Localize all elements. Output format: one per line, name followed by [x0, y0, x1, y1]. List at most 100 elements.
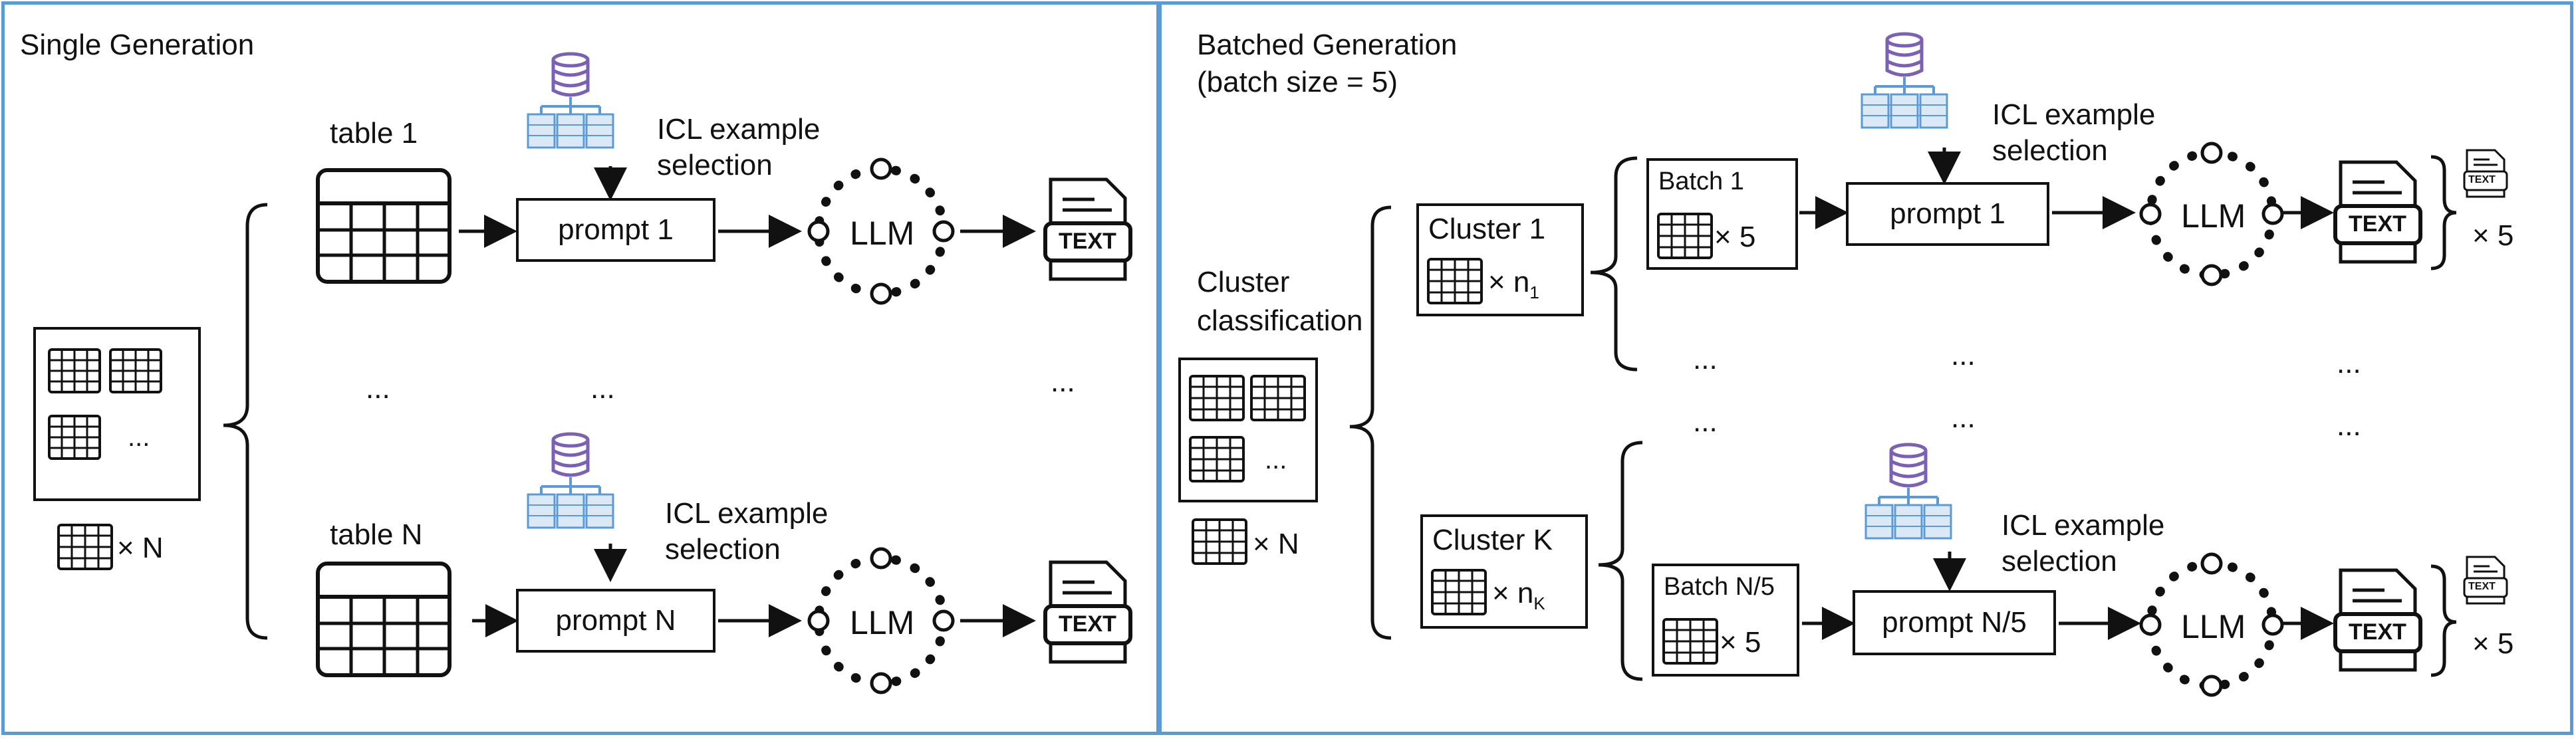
batched-input-table-icons — [1189, 375, 1306, 482]
batched-input-more-tables: ... — [1265, 445, 1287, 475]
small-text-label-top: TEXT — [2468, 174, 2496, 185]
batched-icl-bottom-line1: ICL example — [2001, 509, 2165, 542]
cluster-1-count: × n1 — [1488, 266, 1539, 303]
batch-1-count: × 5 — [1714, 221, 1756, 253]
input-more-tables: ... — [128, 423, 150, 452]
batched-generation-panel — [1158, 1, 2573, 735]
input-count-label: × N — [117, 532, 164, 564]
batched-title-line2: (batch size = 5) — [1197, 66, 1398, 98]
icl-label-bottom-line2: selection — [665, 533, 781, 566]
batched-icl-label-top: ICL example selection — [1992, 97, 2155, 169]
ellipsis-prompt-row1: ... — [1951, 339, 1976, 371]
cluster-k-count-text: × n — [1492, 577, 1534, 609]
output-count-top: × 5 — [2472, 219, 2514, 252]
ellipsis-batch-row1: ... — [1693, 343, 1718, 375]
batched-icl-label-bottom: ICL example selection — [2001, 508, 2164, 580]
single-icl-icons — [527, 52, 614, 529]
ellipsis-output-row1: ... — [2337, 347, 2361, 379]
table-1-icon — [316, 168, 451, 284]
llm-label-top: LLM — [850, 215, 915, 252]
batched-prompt-n-box: prompt N/5 — [1853, 590, 2056, 655]
icl-label-top-line2: selection — [657, 149, 773, 181]
database-schema-icon-top — [527, 52, 614, 149]
single-table-grids — [57, 168, 451, 677]
llm-ring-bottom — [807, 547, 955, 694]
llm-ring-top — [807, 158, 955, 305]
batch-n-count: × 5 — [1720, 626, 1761, 659]
batched-text-document-icon-bottom — [2333, 568, 2422, 672]
batch-n-label: Batch N/5 — [1664, 573, 1775, 601]
batched-generation-title: Batched Generation (batch size = 5) — [1197, 27, 1457, 101]
prompt-n-box: prompt N — [516, 589, 715, 653]
batched-icl-bottom-line2: selection — [2001, 545, 2117, 578]
batched-llm-ring-top — [2139, 142, 2284, 286]
icl-label-top-line1: ICL example — [657, 113, 821, 146]
cluster-k-count: × nK — [1492, 577, 1545, 614]
cluster-1-box: Cluster 1 × n1 — [1416, 203, 1584, 316]
ellipsis-batch-row2: ... — [1693, 405, 1718, 438]
ellipsis-output-row2: ... — [2337, 409, 2361, 442]
cluster-k-box: Cluster K × nK — [1420, 514, 1588, 629]
batched-text-document-icon-top — [2333, 160, 2422, 264]
ellipsis-outputs: ... — [1051, 366, 1075, 398]
batched-database-schema-icon-bottom — [1865, 443, 1952, 540]
text-document-icon-top — [1043, 177, 1132, 281]
text-icon-label-top: TEXT — [1059, 229, 1116, 254]
batched-title-line1: Batched Generation — [1197, 29, 1458, 61]
batched-database-schema-icon-top — [1861, 32, 1948, 129]
batched-input-tables-box: ... — [1178, 358, 1318, 502]
prompt-1-box: prompt 1 — [516, 198, 715, 262]
batched-icl-top-line2: selection — [1992, 134, 2108, 167]
table-n-icon — [316, 562, 451, 677]
batch-1-label: Batch 1 — [1658, 167, 1744, 195]
batched-llm-ring-bottom — [2139, 552, 2284, 697]
small-text-label-bottom: TEXT — [2468, 581, 2496, 592]
single-generation-connectors — [223, 166, 1036, 640]
cluster-1-table-icon — [1427, 258, 1483, 304]
table-n-label: table N — [330, 518, 423, 551]
cluster-1-count-sub: 1 — [1529, 282, 1539, 302]
cluster-classification-line1: Cluster — [1197, 266, 1290, 298]
cluster-k-count-sub: K — [1533, 593, 1545, 613]
output-count-bottom: × 5 — [2472, 627, 2514, 660]
batch-n-table-icon — [1662, 618, 1718, 665]
cluster-classification-label: Cluster classification — [1197, 263, 1362, 340]
batched-prompt-1-box: prompt 1 — [1846, 182, 2049, 246]
llm-label-bottom: LLM — [850, 604, 915, 641]
batched-icl-top-line1: ICL example — [1992, 98, 2156, 131]
text-document-icon-bottom — [1043, 560, 1132, 664]
input-count-table-icon — [57, 524, 113, 570]
ellipsis-prompt-row2: ... — [1951, 401, 1976, 434]
batched-llm-label-bottom: LLM — [2181, 608, 2246, 645]
icl-label-bottom-line1: ICL example — [665, 497, 829, 530]
small-text-document-icon-top — [2463, 149, 2508, 198]
database-schema-icon-bottom — [527, 432, 614, 529]
icl-label-bottom: ICL example selection — [665, 496, 828, 568]
input-tables-box: ... — [33, 327, 201, 501]
single-llm-rings — [807, 158, 1132, 694]
cluster-k-table-icon — [1431, 569, 1487, 615]
input-table-icons — [48, 348, 162, 460]
cluster-1-count-text: × n — [1488, 266, 1530, 298]
table-1-label: table 1 — [330, 117, 418, 150]
batched-text-label-bottom: TEXT — [2349, 619, 2406, 645]
ellipsis-prompts: ... — [590, 372, 615, 405]
batched-text-label-top: TEXT — [2349, 211, 2406, 237]
text-icon-label-bottom: TEXT — [1059, 611, 1116, 637]
batch-1-box: Batch 1 × 5 — [1646, 158, 1798, 270]
icl-label-top: ICL example selection — [657, 112, 820, 183]
cluster-1-label: Cluster 1 — [1428, 213, 1546, 245]
batched-input-count-table-icon — [1192, 518, 1247, 565]
single-generation-panel — [1, 1, 1160, 735]
small-text-document-icon-bottom — [2463, 556, 2508, 605]
batch-n-box: Batch N/5 × 5 — [1652, 564, 1799, 677]
ellipsis-tables: ... — [366, 372, 390, 405]
cluster-k-label: Cluster K — [1432, 524, 1553, 556]
single-generation-title: Single Generation — [20, 29, 255, 61]
cluster-classification-line2: classification — [1197, 304, 1363, 337]
batched-llm-label-top: LLM — [2181, 197, 2246, 235]
batched-input-count-label: × N — [1253, 528, 1299, 560]
batch-1-table-icon — [1657, 213, 1713, 259]
